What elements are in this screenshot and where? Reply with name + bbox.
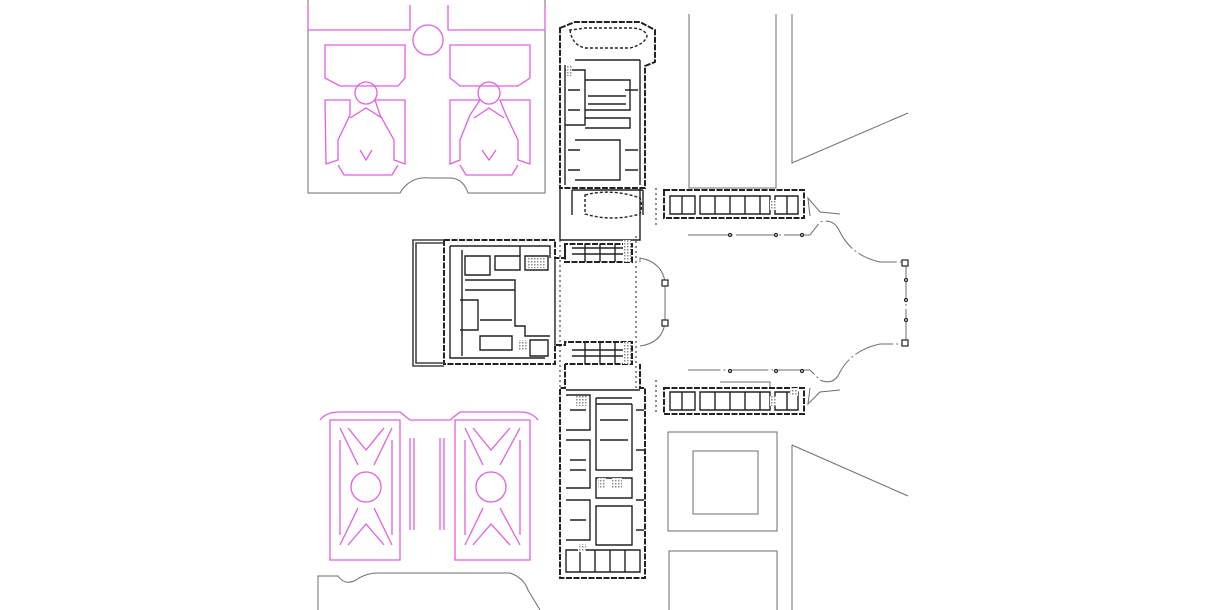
west-terrace [412, 239, 444, 367]
forecourt-markers [661, 232, 909, 374]
hatched-rooms [518, 66, 798, 552]
south-wing [559, 364, 646, 579]
central-block [443, 239, 633, 365]
lower-parterre [319, 411, 539, 561]
upper-parterre [307, 5, 546, 176]
garden-parterres [307, 5, 546, 561]
palace-building [443, 21, 805, 579]
colonnade-marks [559, 188, 657, 414]
north-pavilion-wing [663, 189, 805, 219]
site-outlines [307, 0, 909, 610]
north-wing [559, 21, 656, 241]
south-pavilion-wing [663, 387, 805, 415]
